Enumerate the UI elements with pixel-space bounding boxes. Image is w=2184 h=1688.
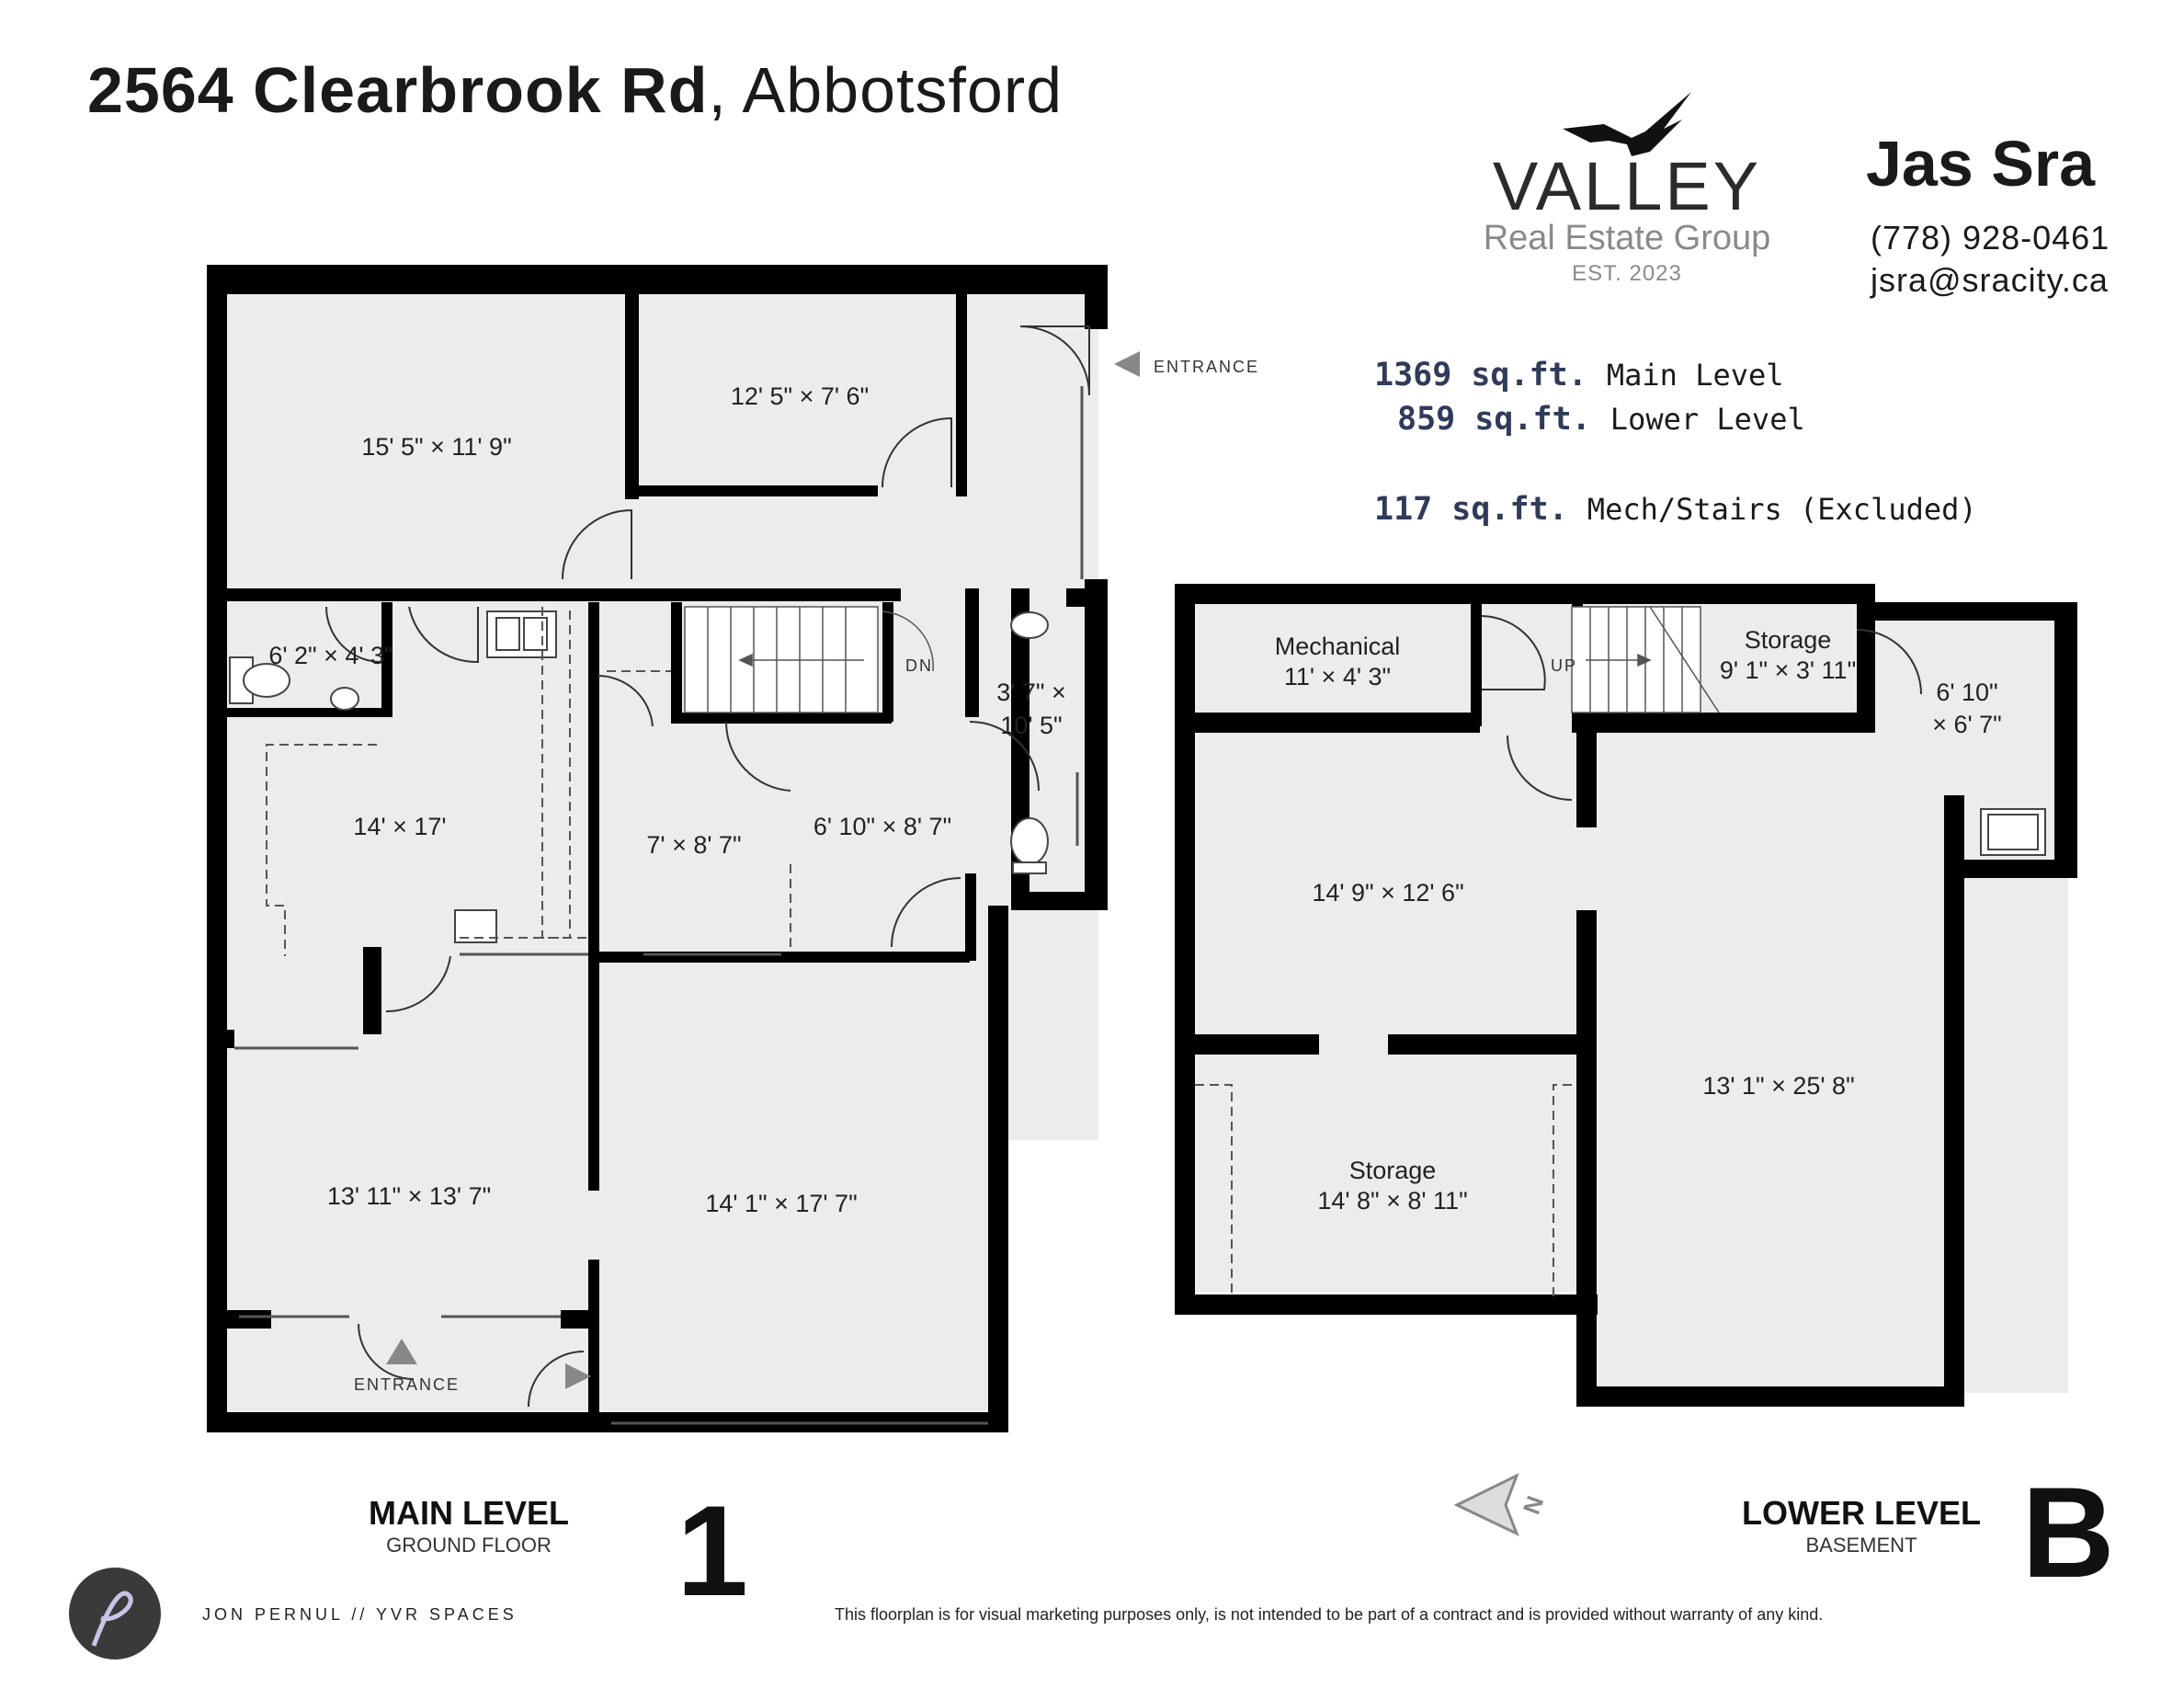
room-label: × 6' 7" — [1932, 711, 2002, 738]
area-lower-value: 859 sq.ft. — [1397, 401, 1591, 438]
main-stairs — [684, 606, 934, 713]
lower-level-id: B — [2021, 1460, 2114, 1604]
main-room-labels: 15' 5" × 11' 9" 12' 5" × 7' 6" 6' 2" × 4… — [268, 358, 1259, 1394]
entrance-label: ENTRANCE — [1154, 358, 1259, 376]
area-lower: 859 sq.ft. Lower Level — [1397, 401, 1805, 438]
entrance-arrow-icon — [565, 1363, 591, 1389]
main-floor-area — [225, 294, 1098, 1425]
address-street: 2564 Clearbrook Rd — [87, 54, 709, 126]
main-level-id: 1 — [677, 1478, 748, 1623]
north-arrow-icon: N — [1453, 1472, 1550, 1536]
area-main-value: 1369 sq.ft. — [1374, 357, 1587, 393]
area-main-label: Main Level — [1606, 358, 1784, 393]
room-label: 11' × 4' 3" — [1284, 663, 1391, 690]
area-lower-label: Lower Level — [1610, 402, 1805, 437]
listing-address: 2564 Clearbrook Rd, Abbotsford — [87, 53, 1063, 127]
main-fixtures — [229, 610, 1049, 943]
room-name: Storage — [1745, 626, 1832, 654]
photographer-credit: JON PERNUL // YVR SPACES — [202, 1605, 518, 1624]
room-name: Mechanical — [1275, 633, 1401, 660]
stair-label: DN — [905, 656, 933, 675]
main-doors — [325, 325, 1090, 1408]
lower-shelving — [1195, 1084, 1572, 1296]
room-label: 6' 10" × 8' 7" — [813, 813, 951, 840]
main-walls — [207, 265, 1108, 1432]
room-label: 15' 5" × 11' 9" — [361, 433, 511, 461]
eagle-icon — [1563, 92, 1691, 156]
area-excluded-label: Mech/Stairs (Excluded) — [1587, 492, 1977, 527]
brand-established: EST. 2023 — [1572, 261, 1682, 286]
room-label: 14' × 17' — [353, 813, 446, 840]
main-entrance-markers — [386, 351, 1140, 1389]
area-excluded: 117 sq.ft. Mech/Stairs (Excluded) — [1374, 491, 1977, 528]
agent-phone[interactable]: (778) 928-0461 — [1871, 219, 2110, 257]
room-label: 14' 8" × 8' 11" — [1317, 1187, 1467, 1215]
lower-doors — [1481, 615, 1922, 801]
main-windows — [234, 386, 1084, 1425]
main-counters — [266, 607, 791, 956]
room-label: 13' 11" × 13' 7" — [327, 1182, 491, 1210]
main-level-title: MAIN LEVEL — [369, 1494, 569, 1532]
lower-level-subtitle: BASEMENT — [1805, 1534, 1917, 1557]
entrance-arrow-icon — [1114, 351, 1140, 377]
room-label: 9' 1" × 3' 11" — [1720, 656, 1856, 684]
lower-fixtures — [1980, 808, 2046, 856]
room-label: 3' 7" × — [996, 679, 1066, 706]
room-name: Storage — [1349, 1157, 1437, 1184]
room-label: 12' 5" × 7' 6" — [731, 382, 869, 410]
compass-label: N — [1518, 1492, 1550, 1518]
agent-name: Jas Sra — [1866, 128, 2096, 200]
room-label: 14' 9" × 12' 6" — [1312, 879, 1463, 907]
main-level-subtitle: GROUND FLOOR — [386, 1534, 552, 1557]
room-label: 10' 5" — [1000, 712, 1062, 739]
room-label: 6' 2" × 4' 3" — [268, 642, 392, 669]
entrance-arrow-icon — [386, 1339, 417, 1364]
lower-level-plan — [1175, 584, 2077, 1407]
main-level-plan — [207, 265, 1140, 1432]
area-main: 1369 sq.ft. Main Level — [1374, 357, 1784, 393]
area-excluded-value: 117 sq.ft. — [1374, 491, 1568, 528]
agent-email[interactable]: jsra@sracity.ca — [1871, 261, 2109, 299]
brand-subtitle: Real Estate Group — [1483, 219, 1771, 257]
room-label: 6' 10" — [1936, 679, 1997, 706]
stair-label: UP — [1551, 656, 1577, 675]
lower-level-title: LOWER LEVEL — [1742, 1494, 1981, 1532]
brand-name: VALLEY — [1492, 148, 1762, 224]
entrance-label: ENTRANCE — [354, 1375, 460, 1394]
lower-room-labels: Mechanical 11' × 4' 3" Storage 9' 1" × 3… — [1275, 626, 2002, 1215]
yvr-spaces-logo-icon — [69, 1568, 161, 1659]
room-label: 7' × 8' 7" — [646, 831, 741, 859]
room-label: 13' 1" × 25' 8" — [1702, 1072, 1854, 1100]
room-label: 14' 1" × 17' 7" — [705, 1190, 857, 1217]
disclaimer: This floorplan is for visual marketing p… — [835, 1605, 1823, 1624]
address-city: , Abbotsford — [708, 54, 1064, 126]
lower-walls — [1175, 584, 2077, 1407]
lower-stairs — [1571, 606, 1720, 713]
